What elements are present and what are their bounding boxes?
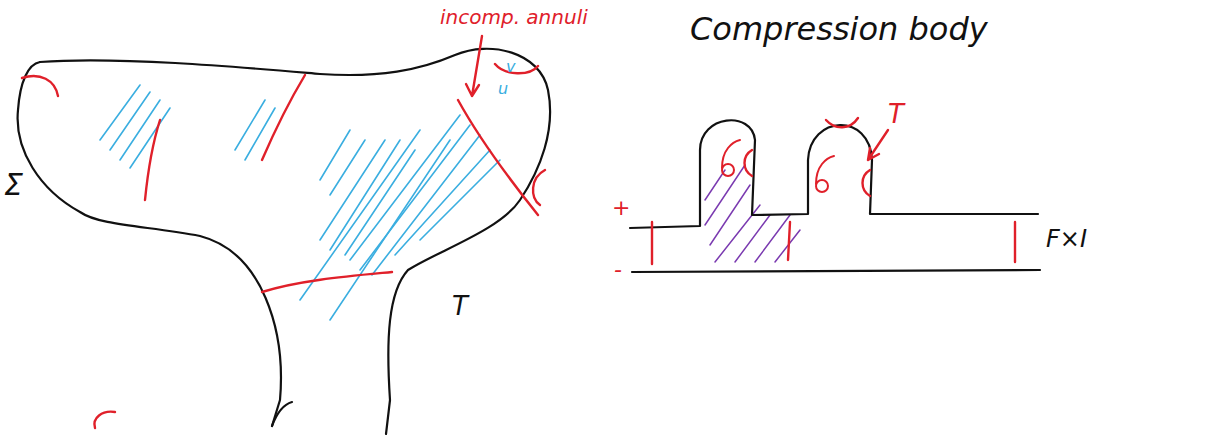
annulus-name: T: [888, 100, 904, 129]
sign-mark: +: [612, 196, 630, 220]
surface-outline: [40, 49, 550, 434]
sign-mark: -: [614, 258, 622, 282]
disk-curve: [722, 140, 834, 192]
surface-name: Σ: [4, 168, 23, 201]
curve-name: v: [506, 58, 515, 76]
annuli: [22, 36, 545, 428]
annulus-name: T: [452, 292, 468, 321]
annuli: [652, 118, 1015, 264]
hatching: [100, 85, 500, 320]
curve-name: u: [498, 80, 508, 98]
surface-outline: [272, 402, 292, 426]
surface-outline: [18, 62, 281, 426]
compression-body-outline: [632, 270, 1040, 272]
compression-body-outline: [630, 120, 1038, 228]
product-name: F×I: [1046, 226, 1087, 252]
heading: Compression body: [690, 12, 988, 47]
annotation: incomp. annuli: [440, 6, 588, 28]
